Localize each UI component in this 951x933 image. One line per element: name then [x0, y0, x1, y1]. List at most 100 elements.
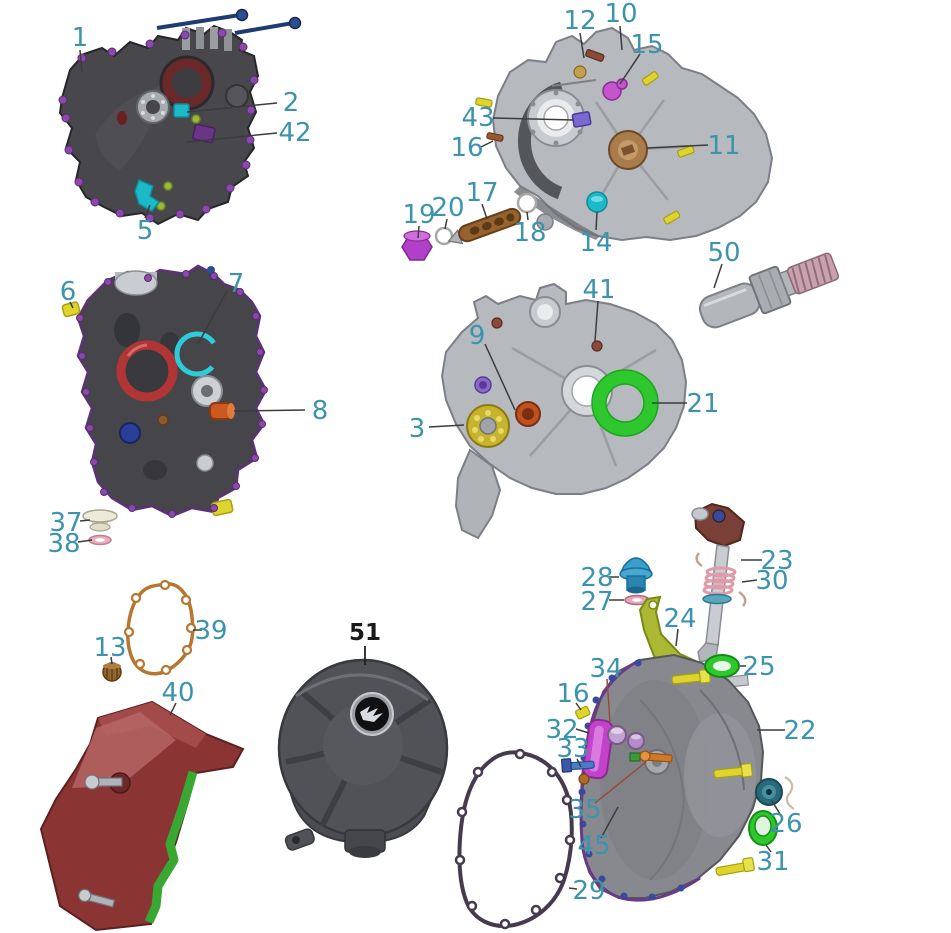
- screw-41-site: [591, 340, 603, 352]
- dowel-pin: [551, 79, 597, 87]
- callout-14-label: 14: [579, 228, 612, 258]
- callout-35-label: 35: [568, 795, 601, 825]
- bolt-33: [561, 758, 595, 773]
- callout-23: 23: [741, 546, 794, 576]
- callout-51-label: 51: [349, 620, 381, 646]
- o-ring-18: [516, 192, 538, 214]
- part-oil-strainer-group: [401, 192, 538, 261]
- screw-12: [585, 49, 605, 62]
- spring-hook-left: [695, 552, 703, 568]
- small-bore: [196, 454, 214, 472]
- part-washer-38: [88, 534, 112, 546]
- callout-13-label: 13: [93, 633, 126, 663]
- callout-3: 3: [409, 414, 465, 444]
- callout-8: 8: [233, 396, 329, 426]
- highlighted-part-43: [571, 111, 592, 128]
- callout-40: 40: [161, 678, 195, 716]
- callout-24-label: 24: [663, 604, 696, 634]
- spring-hook-right: [738, 590, 747, 607]
- part-cap-26: [755, 776, 795, 810]
- callout-2-label: 2: [283, 88, 300, 118]
- callout-12-label: 12: [563, 6, 596, 36]
- crank-opening-center: [172, 68, 202, 98]
- callout-50-label: 50: [707, 238, 740, 268]
- callout-29-label: 29: [572, 876, 605, 906]
- circlip: [784, 776, 795, 810]
- cover-emblem: [350, 692, 394, 736]
- oil-seal-red: [116, 340, 178, 402]
- cover-bolts-yellow: [671, 668, 755, 876]
- callout-41-label: 41: [582, 275, 615, 305]
- callout-28-label: 28: [580, 563, 613, 593]
- callout-11-label: 11: [707, 131, 740, 161]
- callout-2: 2: [186, 88, 300, 118]
- callout-50: 50: [707, 238, 741, 289]
- callout-19: 19: [402, 200, 436, 239]
- callout-32-label: 32: [545, 715, 578, 745]
- callout-9: 9: [469, 321, 516, 411]
- dowel-8: [209, 402, 235, 420]
- screw-9-site: [491, 317, 503, 329]
- callout-10: 10: [604, 0, 638, 51]
- callout-27-label: 27: [580, 587, 613, 617]
- callout-26: 26: [769, 800, 803, 839]
- callout-6-label: 6: [60, 277, 77, 307]
- part-guard-40: [39, 700, 245, 932]
- stud-top-head: [207, 266, 215, 274]
- callout-16a-label: 16: [450, 133, 483, 163]
- part-pushrod-23-spring-30: [691, 502, 747, 663]
- callout-6: 6: [60, 277, 77, 309]
- callout-21-label: 21: [686, 389, 719, 419]
- callout-10-label: 10: [604, 0, 637, 29]
- callout-14: 14: [579, 211, 613, 258]
- callout-12: 12: [563, 6, 597, 59]
- callout-35: 35: [568, 761, 647, 825]
- green-screws: [156, 114, 201, 211]
- part-clutch-cover-22: [561, 653, 765, 902]
- recess-1: [114, 313, 140, 347]
- callout-41: 41: [582, 275, 616, 342]
- callout-3-label: 3: [409, 414, 426, 444]
- callout-13: 13: [93, 633, 127, 665]
- callout-16a: 16: [450, 133, 494, 163]
- callout-27: 27: [580, 587, 624, 617]
- purple-rim-bolts: [58, 28, 259, 223]
- callout-34: 34: [589, 654, 623, 723]
- callout-31-label: 31: [756, 847, 789, 877]
- yellow-bolts: [475, 71, 695, 225]
- callout-45: 45: [577, 806, 619, 861]
- case-body: [76, 264, 268, 518]
- callout-8-label: 8: [312, 396, 329, 426]
- part-gasket-29: [454, 748, 576, 930]
- bushing-orange: [515, 401, 541, 427]
- part-dowel-13: [102, 662, 122, 682]
- part-seal-31: [748, 810, 778, 846]
- callout-45-label: 45: [577, 831, 610, 861]
- callout-33: 33: [556, 734, 590, 768]
- part-magneto-cover-51: [277, 658, 449, 858]
- brass-fitting: [573, 65, 587, 79]
- secondary-opening: [225, 84, 249, 108]
- gasket-rim: [579, 658, 701, 902]
- callout-22-label: 22: [783, 716, 816, 746]
- callout-39-label: 39: [194, 616, 227, 646]
- callout-29: 29: [568, 876, 606, 906]
- case-foot: [454, 448, 502, 540]
- bushing-violet: [474, 376, 492, 394]
- spring-30: [702, 566, 737, 596]
- plug-14-top: [591, 196, 603, 202]
- callout-17: 17: [465, 178, 499, 220]
- callout-37-label: 37: [49, 508, 82, 538]
- screw-16: [486, 132, 504, 142]
- highlighted-part-15: [602, 78, 628, 101]
- callout-40-label: 40: [161, 678, 194, 708]
- plug-6: [61, 301, 81, 318]
- callout-25-label: 25: [742, 652, 775, 682]
- callout-26-label: 26: [769, 809, 802, 839]
- callout-9-label: 9: [469, 321, 486, 351]
- callout-22: 22: [757, 716, 817, 746]
- guard-bolt-2: [78, 888, 116, 908]
- top-boss: [529, 296, 561, 328]
- callout-16b: 16: [556, 679, 590, 711]
- callout-30-label: 30: [755, 566, 788, 596]
